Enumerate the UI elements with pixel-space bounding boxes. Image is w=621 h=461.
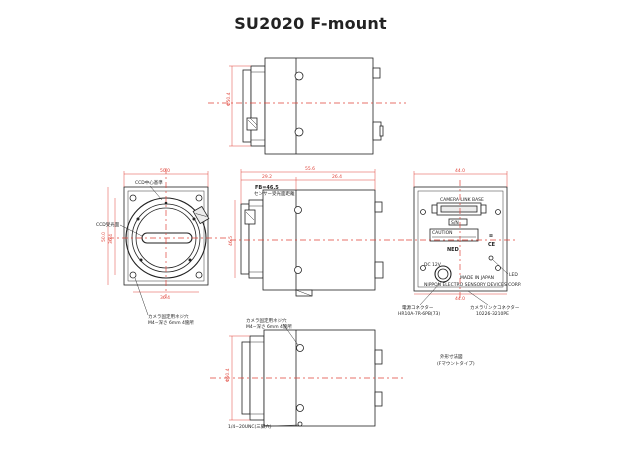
ce-mark: CE	[488, 242, 496, 248]
label-camlink-connector: カメラリンクコネクター	[470, 304, 520, 311]
label-maker: NIPPON ELECTRO SENSORY DEVICES CORP.	[424, 282, 521, 288]
dim-bottom-height: Φ50.4	[225, 368, 231, 382]
label-caution: CAUTION	[432, 230, 453, 236]
label-camera-link-base: CAMERA LINK BASE	[440, 197, 484, 203]
label-mount-screw-1b: M4−深さ 6mm 4箇所	[148, 319, 194, 326]
label-note-2: (Fマウントタイプ)	[437, 360, 475, 367]
drawing-title: SU2020 F-mount	[234, 14, 387, 33]
label-power-connector-pn: HR10A-7R-6PB(73)	[398, 311, 440, 317]
label-fb: FB=46.5	[255, 185, 279, 191]
label-made-in-japan: MADE IN JAPAN	[460, 275, 494, 281]
dim-body-length: 26.4	[332, 174, 342, 180]
dim-back-width: 44.0	[455, 168, 465, 174]
dim-front-height: 50.0	[101, 232, 107, 242]
label-tripod: 1/4−20UNC(三脚穴)	[228, 423, 272, 430]
dim-right-width-bottom: 44.0	[455, 296, 465, 302]
label-camlink-connector-pn: 10226-3210PE	[476, 311, 509, 317]
label-dc12v: DC 12V	[424, 262, 442, 268]
ned-logo: NED	[447, 247, 459, 253]
label-mount-screw-2b: M4−深さ 6mm 4箇所	[246, 323, 292, 330]
label-power-connector: 電源コネクター	[402, 304, 434, 311]
label-led: LED	[509, 272, 518, 278]
weee-icon: ⊠	[489, 234, 493, 239]
label-ccd-center: CCD中心基準	[135, 179, 163, 186]
rear-view: CAMERA LINK BASE S/N CAUTION NED CE ⊠ DC…	[398, 168, 521, 317]
top-view: Φ50.4	[208, 57, 406, 155]
label-sensor-ref: センサー受光面距離	[254, 190, 295, 197]
dim-front-bolt-pitch: 36.4	[160, 295, 170, 301]
dim-top-height: Φ50.4	[226, 92, 232, 106]
label-mount-screw-2: カメラ固定用ネジ穴	[246, 317, 287, 324]
side-view: 55.6 29.2 26.4 FB=46.5 センサー受光面距離 46.5	[228, 166, 406, 297]
bottom-view: Φ50.4 カメラ固定用ネジ穴 M4−深さ 6mm 4箇所 1/4−20UNC(…	[210, 317, 475, 430]
front-view: 50.0 36.4 36.4 50.0 CCD中心基準 CCD受光面 カメラ固定…	[96, 168, 228, 326]
label-mount-screw-1: カメラ固定用ネジ穴	[148, 313, 189, 320]
label-note: 外形寸法図	[440, 353, 463, 360]
dim-front-bolt-vert: 36.4	[108, 234, 114, 244]
dim-flange-back: 46.5	[228, 236, 234, 246]
label-serial: S/N	[451, 220, 459, 226]
dim-front-width: 50.0	[160, 168, 170, 174]
dim-flange-length: 29.2	[262, 174, 272, 180]
label-ccd-ref: CCD受光面	[96, 221, 120, 228]
dim-overall-length: 55.6	[305, 166, 315, 172]
